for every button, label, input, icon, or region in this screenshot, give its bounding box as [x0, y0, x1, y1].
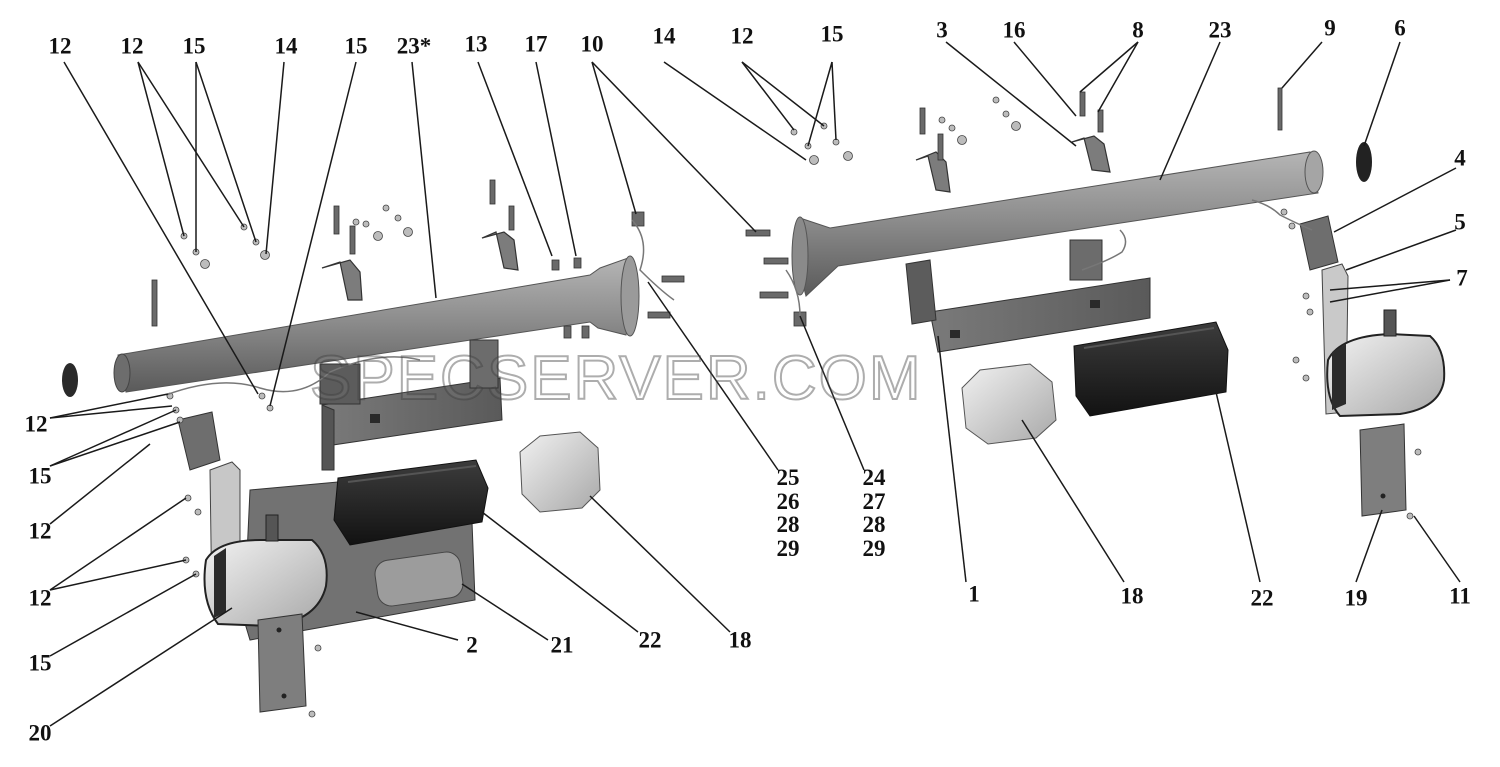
side-lamp-left: [519, 431, 601, 513]
end-cap: [1356, 142, 1372, 182]
tube-left: [113, 255, 640, 393]
leader-lines: [49, 41, 1461, 727]
nuts-washers: [166, 96, 1422, 718]
dark-lamp-right: [1073, 321, 1229, 417]
fasteners: [151, 87, 1283, 339]
bracket-plate-left: [319, 339, 503, 471]
clamps: [321, 135, 1111, 301]
side-lamp-right: [961, 363, 1057, 445]
mount-plate-left: [257, 613, 307, 713]
wiring: [165, 199, 1313, 396]
mount-plate-right: [1359, 423, 1407, 517]
tube-right: [791, 150, 1324, 297]
bracket-plate-right: [905, 239, 1151, 353]
headlamp-left: [203, 514, 328, 628]
headlamp-right: [1326, 309, 1446, 418]
watermark: SPECSERVER.COM: [309, 343, 923, 414]
end-cap-left: [62, 363, 78, 397]
